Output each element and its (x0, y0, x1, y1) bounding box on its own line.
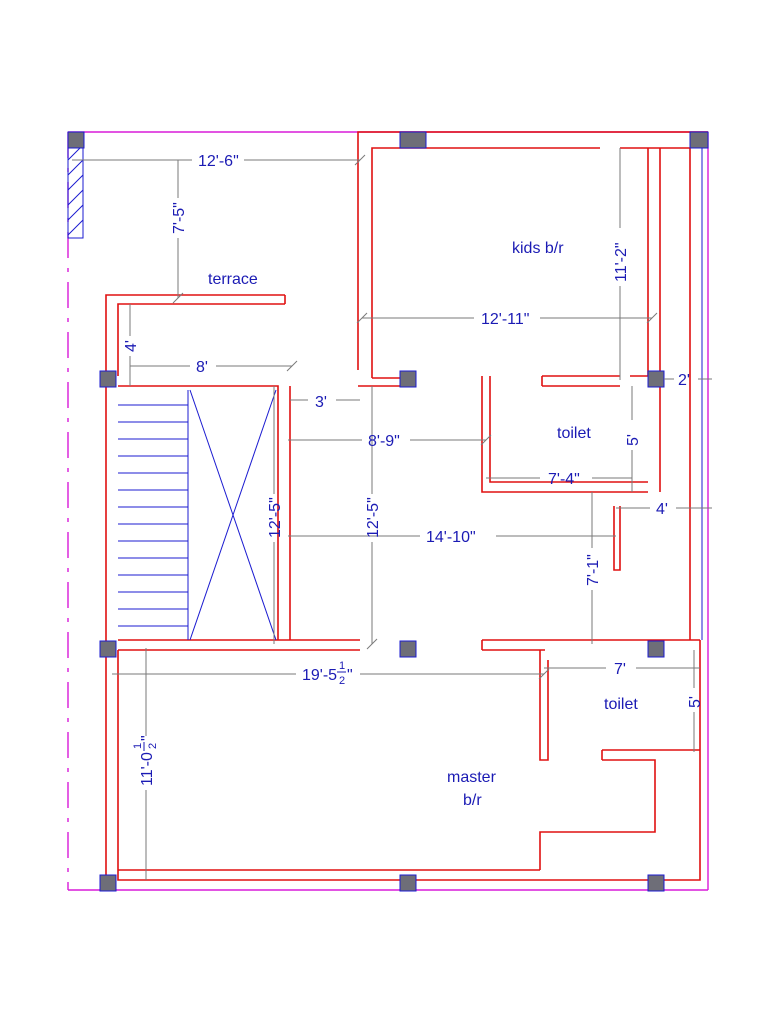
dim-toilet-height: 5' (625, 434, 642, 446)
dim-master-depth: 11'-0 1 2 " (132, 735, 159, 786)
staircase-block (118, 385, 360, 651)
dim-kids-width: 12'-11" (481, 311, 529, 328)
parapet-hatch (67, 139, 84, 239)
column (647, 640, 665, 658)
column (399, 874, 417, 892)
column (99, 370, 117, 388)
room-label-toilet-upper: toilet (557, 425, 591, 442)
column (689, 131, 709, 149)
dim-hall-width: 8'-9" (368, 433, 400, 450)
column (647, 370, 665, 388)
dim-stair-length: 12'-5" (267, 497, 284, 538)
column (99, 640, 117, 658)
dim-gap-4ft-left: 4' (123, 340, 140, 352)
room-label-toilet-lower: toilet (604, 696, 638, 713)
column (647, 874, 665, 892)
columns (67, 131, 709, 892)
dim-hall-length: 12'-5" (365, 497, 382, 538)
dim-passage-7ft: 7'-1" (585, 554, 602, 586)
room-label-master: master (447, 769, 497, 786)
dim-kids-height: 11'-2" (613, 242, 630, 282)
lobby-partition-walls (481, 639, 700, 651)
dim-master-width: 19'-5 1 2 " (302, 660, 353, 687)
master-bedroom-walls (117, 640, 701, 881)
dimension-labels: 12'-6" 7'-5" 11'-2" 12'-11" 4' 8' 3' 2' … (123, 153, 704, 786)
dim-side-2ft: 2' (678, 372, 690, 389)
dim-side-4ft-right: 4' (656, 501, 668, 518)
dim-master-depth-frac-num: 1 (132, 743, 144, 749)
dim-master-depth-main: 11'-0 (139, 752, 156, 786)
column (399, 131, 427, 149)
dim-master-depth-inch: " (139, 735, 156, 741)
dim-terrace-width: 12'-6" (198, 153, 239, 170)
column (99, 874, 117, 892)
dim-master-width-inch: " (347, 667, 353, 684)
dim-master-depth-frac-den: 2 (147, 743, 159, 749)
column (67, 131, 85, 149)
room-label-terrace: terrace (208, 271, 258, 288)
upper-toilet-walls (481, 375, 648, 571)
dim-master-width-frac-num: 1 (339, 660, 345, 672)
dim-terrace-depth: 7'-5" (171, 202, 188, 234)
dim-master-width-frac-den: 2 (339, 675, 345, 687)
plot-boundary (67, 131, 709, 891)
dim-toilet-width: 7'-4" (548, 471, 580, 488)
dim-stair-width: 8' (196, 359, 208, 376)
room-label-kids-br: kids b/r (512, 240, 564, 257)
room-label-master-br: b/r (463, 792, 482, 809)
kids-bedroom-walls (357, 131, 708, 640)
dim-toilet2-height: 5' (687, 696, 704, 708)
dim-master-width-main: 19'-5 (302, 667, 337, 684)
terrace-walls (105, 294, 286, 880)
dimension-lines (72, 148, 712, 880)
room-labels: terrace kids b/r toilet toilet master b/… (208, 240, 638, 809)
column (399, 640, 417, 658)
dim-lobby-width: 14'-10" (426, 529, 476, 546)
dim-toilet2-width: 7' (614, 661, 626, 678)
dim-landing-3ft: 3' (315, 394, 327, 411)
column (399, 370, 417, 388)
